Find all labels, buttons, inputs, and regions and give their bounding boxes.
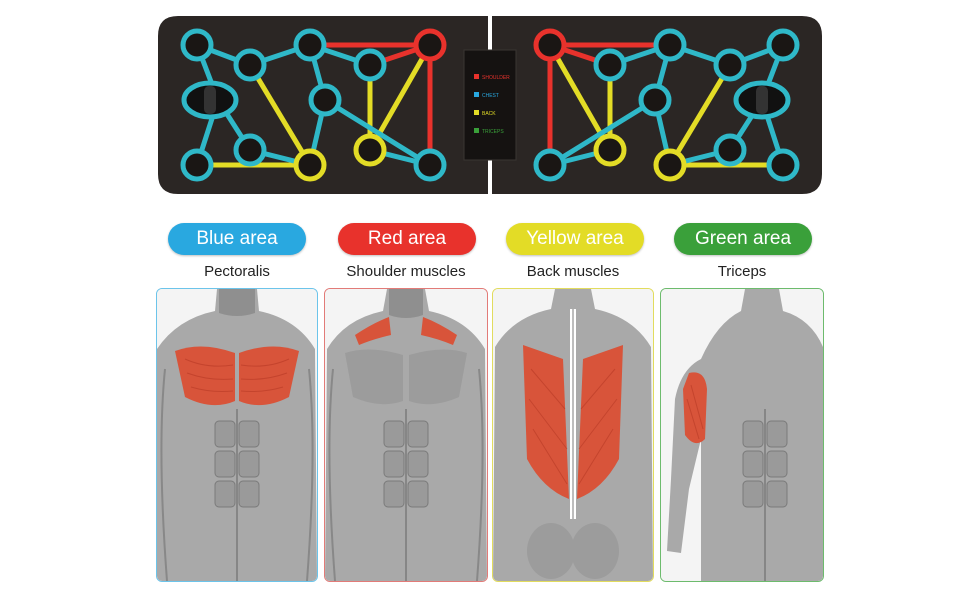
pectoralis-panel — [156, 288, 318, 582]
red-area-label: Red area — [367, 228, 447, 249]
triceps-anatomy-illustration — [661, 289, 823, 581]
yellow-area-label: Yellow area — [526, 228, 624, 249]
green-area-pill: Green area — [674, 223, 812, 255]
red-area-pill: Red area — [338, 223, 476, 255]
pectoralis-caption: Pectoralis — [204, 263, 270, 280]
board-left-nodes — [180, 28, 447, 182]
triceps-caption: Triceps — [717, 263, 767, 280]
shoulder-caption: Shoulder muscles — [346, 263, 466, 280]
shoulder-anatomy-illustration — [325, 289, 487, 581]
green-area-label: Green area — [694, 228, 792, 249]
shoulder-panel — [324, 288, 488, 582]
triceps-panel — [660, 288, 824, 582]
legend-chest: CHEST — [482, 93, 499, 99]
legend-triceps: TRICEPS — [482, 129, 504, 135]
board-legend-panel — [463, 49, 517, 161]
legend-shoulder: SHOULDER — [482, 75, 510, 81]
pushup-board: SHOULDER CHEST BACK TRICEPS — [150, 10, 830, 200]
back-anatomy-illustration — [493, 289, 653, 581]
blue-area-pill: Blue area — [168, 223, 306, 255]
yellow-area-pill: Yellow area — [506, 223, 644, 255]
legend-back: BACK — [482, 111, 496, 117]
right-handle-grip — [756, 86, 768, 114]
board-right-nodes — [533, 28, 800, 182]
blue-area-label: Blue area — [196, 228, 278, 249]
left-handle-grip — [204, 86, 216, 114]
pushup-board-illustration: SHOULDER CHEST BACK TRICEPS — [158, 16, 822, 194]
back-panel — [492, 288, 654, 582]
back-caption: Back muscles — [526, 263, 620, 280]
pectoralis-anatomy-illustration — [157, 289, 317, 581]
